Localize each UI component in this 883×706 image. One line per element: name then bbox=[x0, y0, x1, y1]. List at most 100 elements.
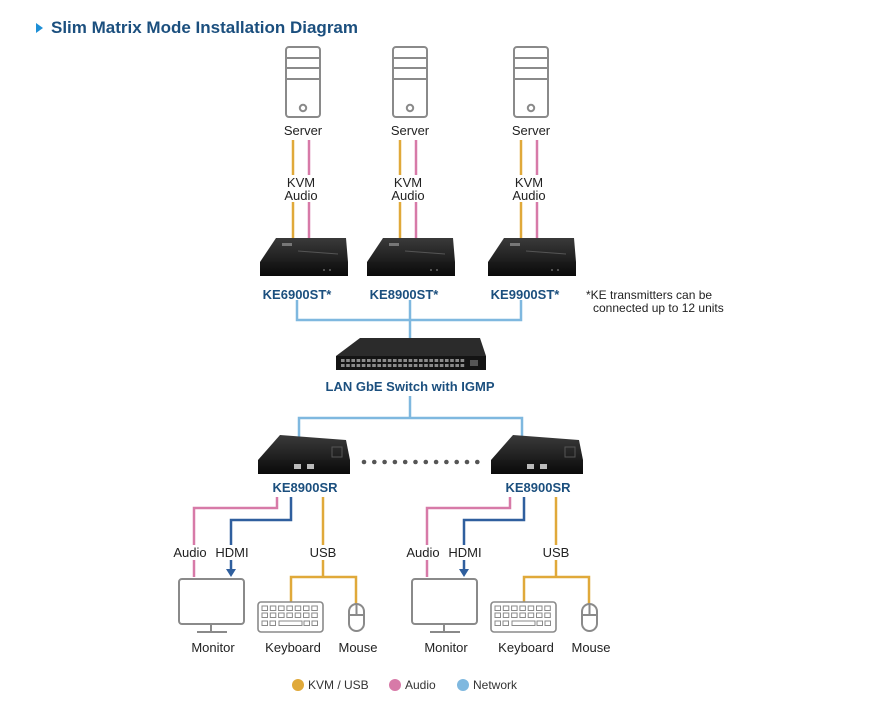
monitor-label: Monitor bbox=[424, 640, 468, 655]
caret-right-icon bbox=[36, 23, 43, 33]
switch-port bbox=[445, 359, 449, 362]
switch-port bbox=[346, 364, 350, 367]
switch-port bbox=[387, 359, 392, 362]
receiver-device bbox=[491, 435, 583, 474]
audio-cable bbox=[425, 497, 512, 545]
monitor-icon bbox=[411, 578, 478, 633]
switch-port bbox=[398, 364, 402, 367]
transmitter-model-label: KE6900ST* bbox=[263, 287, 333, 302]
usb-link-label: USB bbox=[310, 545, 337, 560]
receiver-column: KE8900SR Audio HDMI USB Monitor Keyboard Mouse bbox=[173, 435, 378, 655]
switch-port bbox=[351, 359, 355, 362]
switch-port bbox=[455, 364, 459, 367]
audio-link-label: Audio bbox=[406, 545, 439, 560]
switch-port bbox=[419, 359, 423, 362]
server-icon bbox=[513, 46, 549, 118]
hdmi-link-label: HDMI bbox=[448, 545, 481, 560]
switch-port bbox=[367, 359, 371, 362]
ellipsis-dot bbox=[361, 459, 367, 465]
switch-port bbox=[429, 359, 433, 362]
server-icon bbox=[392, 46, 428, 118]
transmitter-device bbox=[260, 238, 348, 276]
keyboard-label: Keyboard bbox=[265, 640, 321, 655]
ellipsis-dot bbox=[413, 459, 418, 465]
mouse-icon bbox=[581, 603, 598, 632]
receiver-device bbox=[258, 435, 350, 474]
switch-port bbox=[393, 364, 397, 367]
transmitter-note-line1: *KE transmitters can be bbox=[586, 288, 712, 302]
legend-swatch bbox=[389, 679, 401, 691]
switch-port bbox=[424, 359, 428, 362]
mouse-icon bbox=[348, 603, 365, 632]
switch-port bbox=[434, 364, 439, 367]
switch-port bbox=[439, 364, 444, 367]
receiver-model-label: KE8900SR bbox=[272, 480, 338, 495]
switch-port bbox=[450, 359, 454, 362]
switch-port bbox=[408, 364, 413, 367]
switch-port bbox=[413, 359, 418, 362]
ellipsis-dot bbox=[433, 459, 439, 465]
server-label: Server bbox=[512, 123, 551, 138]
arrow-down-icon bbox=[459, 569, 469, 577]
section-header: Slim Matrix Mode Installation Diagram bbox=[36, 18, 358, 38]
mouse-label: Mouse bbox=[338, 640, 377, 655]
monitor-icon bbox=[178, 578, 245, 633]
legend-label: KVM / USB bbox=[308, 678, 369, 692]
legend: KVM / USB Audio Network bbox=[292, 678, 518, 692]
ellipsis-dot bbox=[464, 459, 470, 465]
switch-port bbox=[408, 359, 413, 362]
hdmi-link-label: HDMI bbox=[215, 545, 248, 560]
monitor-label: Monitor bbox=[191, 640, 235, 655]
switch-port bbox=[398, 359, 402, 362]
legend-label: Network bbox=[473, 678, 518, 692]
hdmi-cable bbox=[462, 497, 526, 545]
switch-port bbox=[367, 364, 371, 367]
transmitter-model-label: KE8900ST* bbox=[370, 287, 440, 302]
switch-port bbox=[356, 359, 361, 362]
switch-port bbox=[387, 364, 392, 367]
legend-label: Audio bbox=[405, 678, 436, 692]
audio-link-label: Audio bbox=[173, 545, 206, 560]
lan-switch bbox=[336, 338, 486, 370]
legend-swatch bbox=[457, 679, 469, 691]
audio-link-label: Audio bbox=[512, 188, 545, 203]
switch-port bbox=[424, 364, 428, 367]
ellipsis-dots bbox=[361, 459, 480, 465]
switch-port bbox=[393, 359, 397, 362]
switch-port bbox=[455, 359, 459, 362]
ellipsis-dot bbox=[382, 459, 387, 465]
keyboard-icon bbox=[257, 601, 324, 633]
transmitter-device bbox=[488, 238, 576, 276]
switch-port bbox=[377, 359, 381, 362]
receiver-model-label: KE8900SR bbox=[505, 480, 571, 495]
switch-port bbox=[382, 359, 387, 362]
switch-port bbox=[346, 359, 350, 362]
switch-port bbox=[382, 364, 387, 367]
diagram-title: Slim Matrix Mode Installation Diagram bbox=[51, 18, 359, 37]
audio-cable bbox=[192, 497, 279, 545]
transmitter-note-line2: connected up to 12 units bbox=[593, 301, 724, 315]
kvm-link-label: KVM bbox=[394, 175, 422, 190]
hdmi-cable bbox=[229, 497, 293, 545]
server-label: Server bbox=[391, 123, 430, 138]
transmitter-device bbox=[367, 238, 455, 276]
usb-cable-split bbox=[522, 575, 591, 605]
switch-label: LAN GbE Switch with IGMP bbox=[326, 379, 495, 394]
network-lines-top bbox=[295, 300, 523, 340]
switch-port bbox=[460, 359, 465, 362]
switch-port bbox=[419, 364, 423, 367]
switch-port bbox=[361, 359, 366, 362]
switch-port bbox=[372, 364, 376, 367]
network-lines-bottom bbox=[297, 396, 524, 440]
usb-cable-split bbox=[289, 575, 358, 605]
kvm-link-label: KVM bbox=[515, 175, 543, 190]
switch-port bbox=[460, 364, 465, 367]
switch-port bbox=[403, 364, 407, 367]
audio-link-label: Audio bbox=[391, 188, 424, 203]
switch-port bbox=[413, 364, 418, 367]
